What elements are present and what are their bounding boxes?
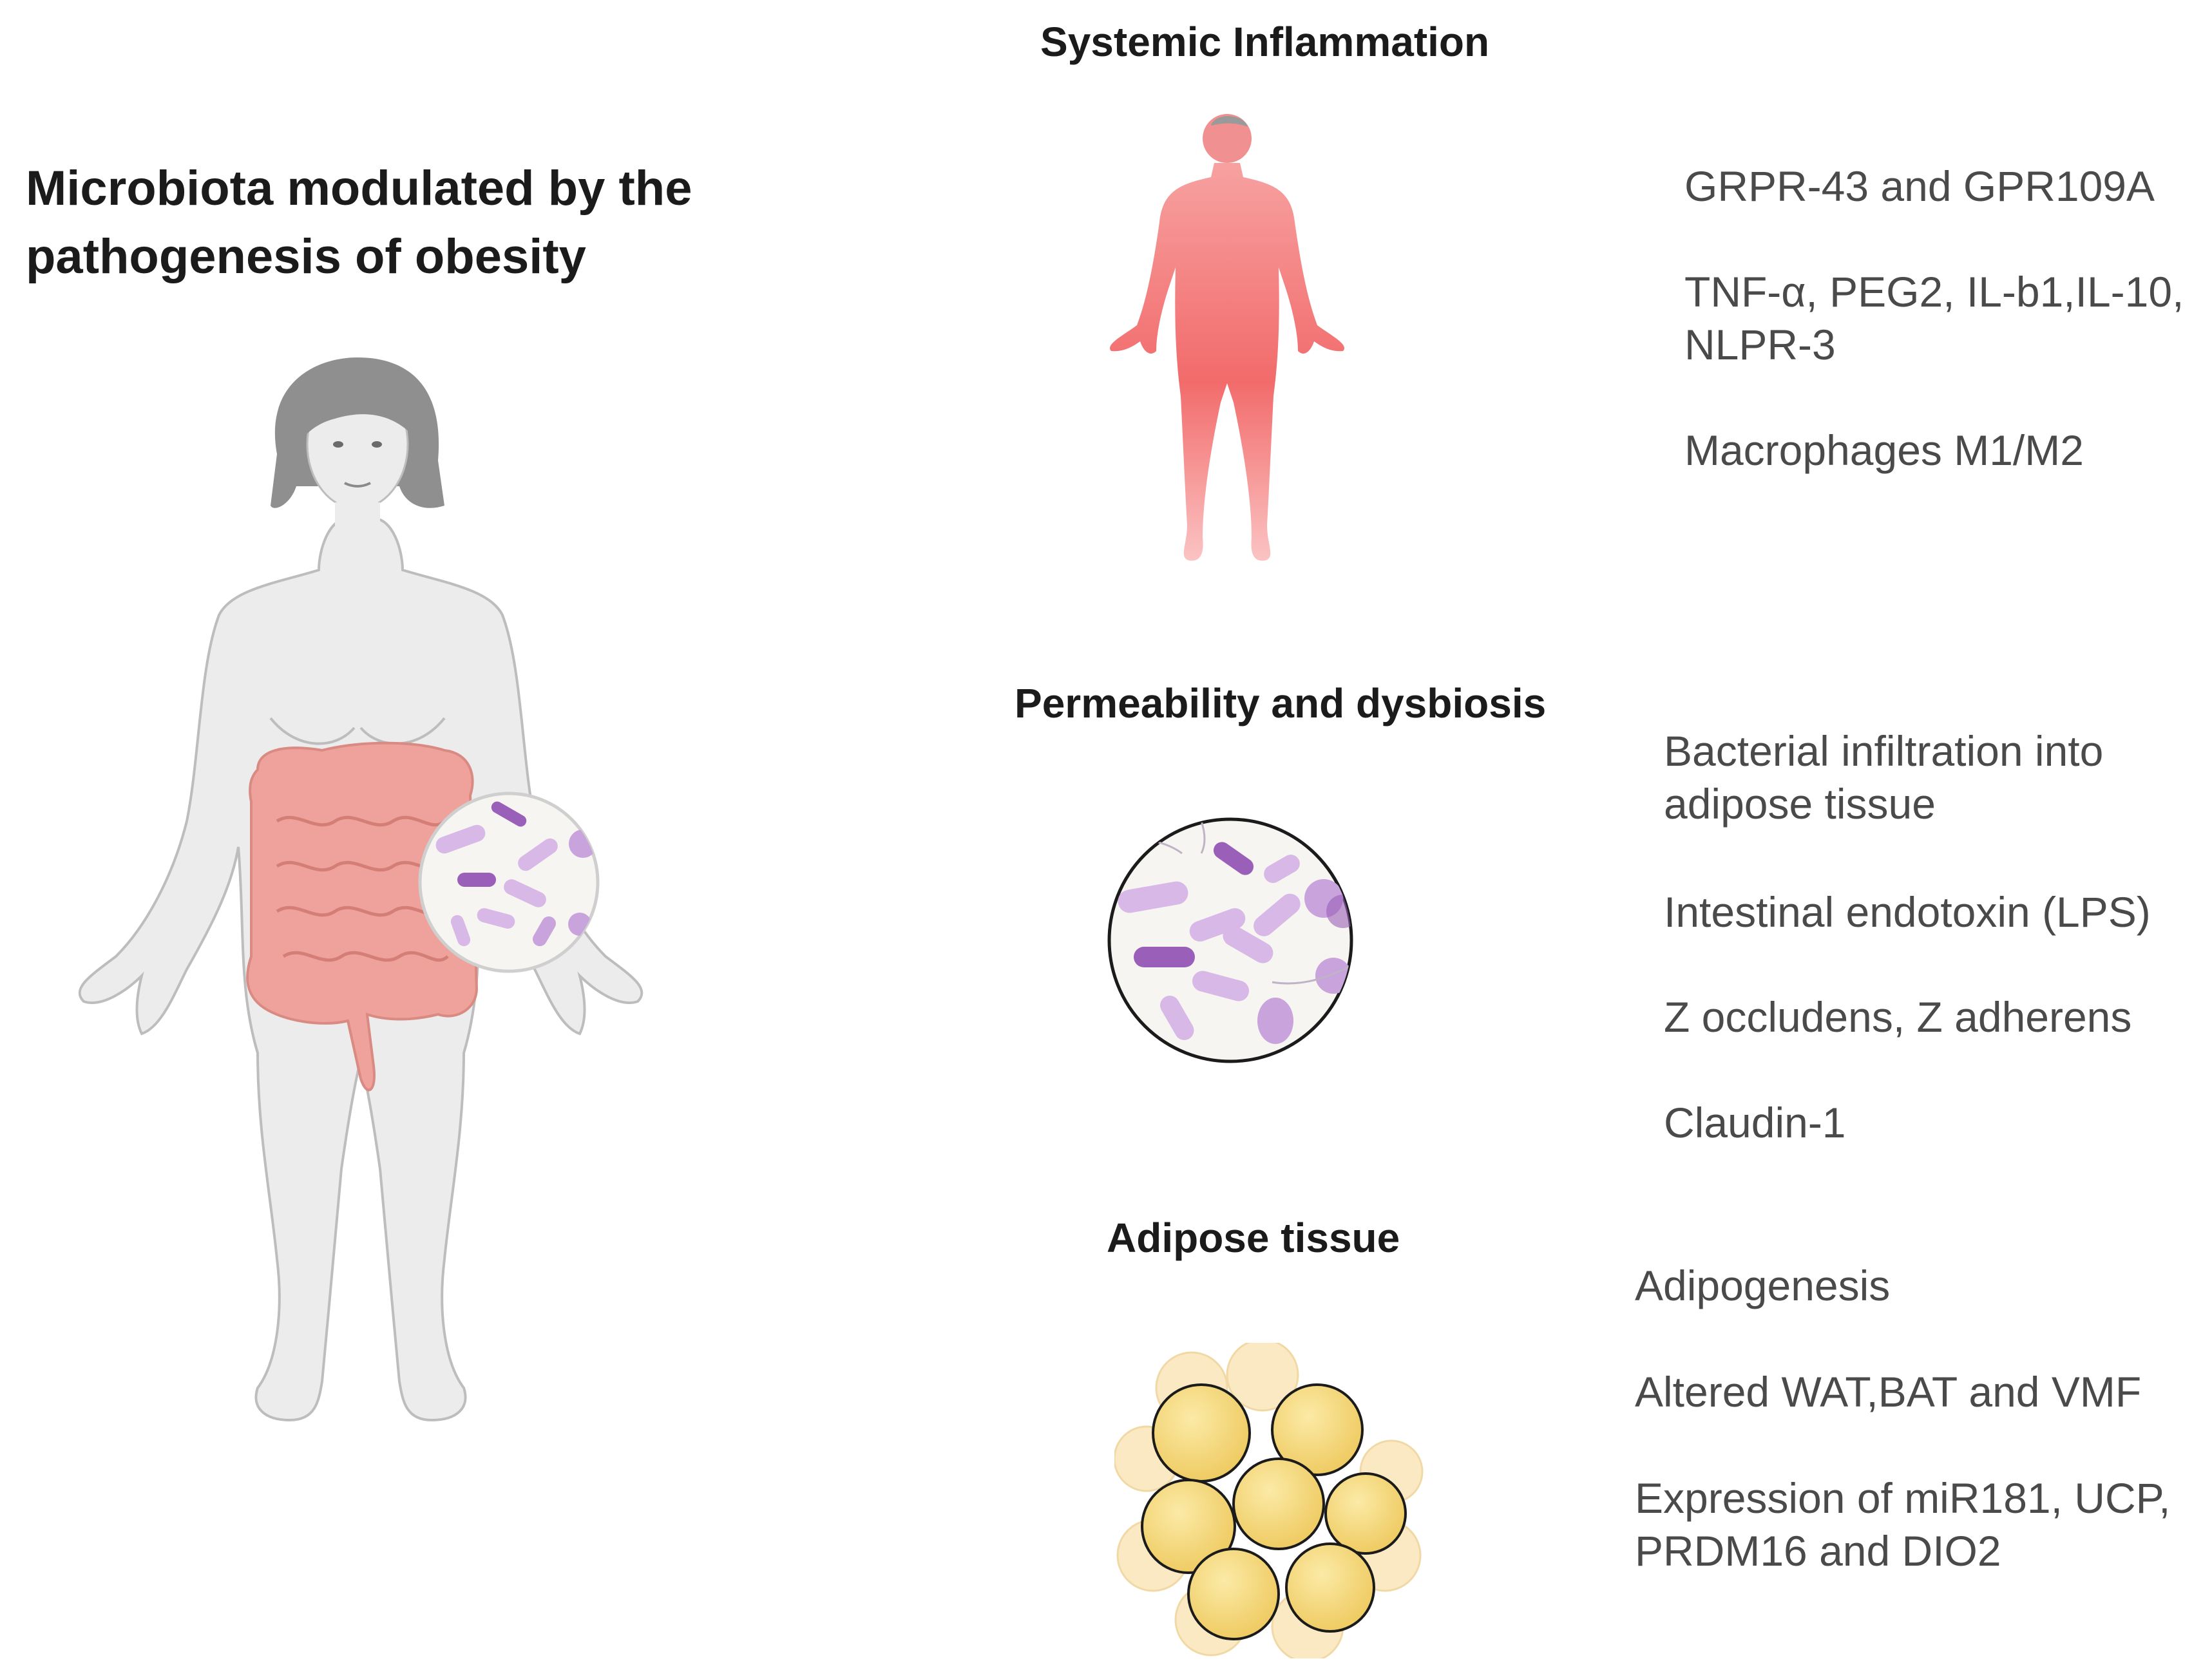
main-title: Microbiota modulated by the pathogenesis… xyxy=(26,155,692,291)
intestine-illustration xyxy=(246,741,479,1092)
microbiota-magnifier xyxy=(418,792,600,973)
item-macrophages: Macrophages M1/M2 xyxy=(1684,426,2084,474)
section-title-adipose-tissue: Adipose tissue xyxy=(1107,1215,1400,1261)
item-cytokines: TNF-α, PEG2, IL-b1,IL-10, NLPR-3 xyxy=(1684,268,2184,368)
item-expression-mir181: Expression of miR181, UCP, PRDM16 and DI… xyxy=(1635,1474,2171,1575)
section-title-systemic-inflammation: Systemic Inflammation xyxy=(1040,19,1490,65)
main-title-line-1: Microbiota modulated by the xyxy=(26,161,692,216)
item-grpr43: GRPR-43 and GPR109A xyxy=(1684,162,2155,210)
inflammation-body-illustration xyxy=(1110,114,1344,561)
bacteria-circle-illustration xyxy=(1107,817,1353,1063)
item-claudin: Claudin-1 xyxy=(1664,1099,1846,1146)
item-z-occludens: Z occludens, Z adherens xyxy=(1664,993,2132,1041)
adipose-cells-illustration xyxy=(1114,1343,1424,1658)
section-title-permeability-dysbiosis: Permeability and dysbiosis xyxy=(1015,680,1547,726)
item-adipogenesis: Adipogenesis xyxy=(1635,1262,1891,1309)
main-title-line-2: pathogenesis of obesity xyxy=(26,229,586,284)
item-bacterial-infiltration: Bacterial infiltration into adipose tiss… xyxy=(1664,727,2104,828)
item-altered-wat-bat: Altered WAT,BAT and VMF xyxy=(1635,1368,2142,1416)
obese-woman-illustration xyxy=(78,357,644,1422)
item-intestinal-endotoxin: Intestinal endotoxin (LPS) xyxy=(1664,888,2151,936)
